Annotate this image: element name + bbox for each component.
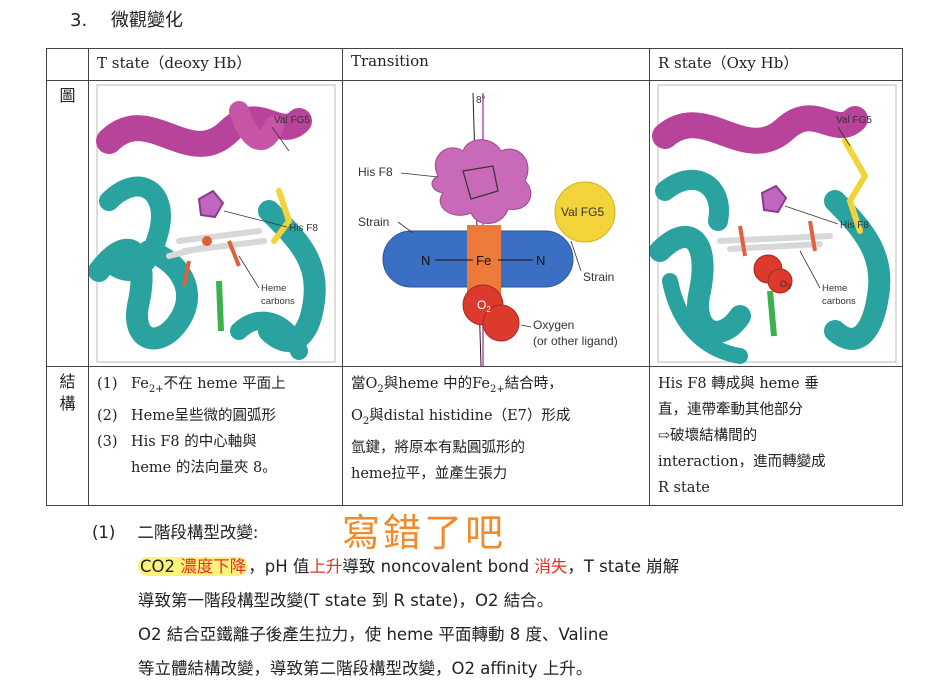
t-val-label: Val FG5 [274, 115, 310, 126]
r-o2: O [780, 279, 787, 289]
transition-figure: 8° His F8 Val FG5 Strain N Fe N Strain [342, 80, 650, 367]
list-item: (1) Fe2+不在 heme 平面上 [97, 376, 286, 395]
paragraph-line-1: CO2 濃度下降，pH 值上升導致 noncovalent bond 消失，T … [138, 557, 680, 576]
section-title: 二階段構型改變: [137, 523, 259, 542]
r-state-line: 直，連帶牽動其他部分 [658, 402, 803, 418]
row-label-structure-1: 結 [59, 372, 76, 391]
transition-illustration: 8° His F8 Val FG5 Strain N Fe N Strain [358, 92, 618, 366]
transition-line-4: heme拉平，並產生張力 [351, 465, 508, 482]
trans-val-label: Val FG5 [561, 205, 604, 219]
r-his-label: His F8 [840, 220, 869, 231]
r-state-description: His F8 轉成與 heme 垂 直，連帶牽動其他部分 ⇨破壞結構間的 int… [649, 366, 903, 506]
t-state-figure: Val FG5 His F8 Heme carbons [88, 80, 343, 367]
t-state-illustration: Val FG5 His F8 Heme carbons [89, 84, 336, 363]
trans-angle-label: 8° [476, 95, 486, 106]
trans-fe: Fe [476, 253, 491, 268]
trans-oxygen-label: Oxygen [533, 318, 574, 332]
section-heading: 3. 微觀變化 [70, 6, 183, 32]
svg-text:O2: O2 [477, 298, 491, 314]
t-heme-label: Heme [261, 283, 286, 294]
trans-his-label: His F8 [358, 165, 393, 179]
transition-line-3: 氫鍵，將原本有點圓弧形的 [351, 439, 525, 456]
r-state-line: His F8 轉成與 heme 垂 [658, 376, 819, 392]
comparison-table: T state（deoxy Hb） Transition R state（Oxy… [46, 48, 903, 506]
row-label-structure-2: 構 [59, 394, 76, 413]
r-state-line: ⇨破壞結構間的 [658, 428, 758, 444]
header-row: T state（deoxy Hb） Transition R state（Oxy… [46, 48, 903, 81]
two-stage-section: (1) 二階段構型改變: CO2 濃度下降，pH 值上升導致 noncovalen… [92, 516, 679, 686]
transition-line-2: O2與distal histidine（E7）形成 [351, 407, 571, 427]
paragraph-line-3: O2 結合亞鐵離子後產生拉力，使 heme 平面轉動 8 度、Valine [138, 625, 609, 644]
highlighted-co2: CO2 濃度下降 [138, 557, 249, 576]
handwritten-note: 寫錯了吧 [342, 511, 507, 555]
svg-text:O2: O2 [780, 279, 791, 291]
paragraph-line-4: 等立體結構改變，導致第二階段構型改變，O2 affinity 上升。 [138, 659, 593, 678]
trans-n-left: N [421, 253, 430, 268]
trans-strain-left-label: Strain [358, 215, 389, 229]
row-label-structure: 結 構 [46, 366, 89, 506]
r-heme-label: Heme [822, 283, 847, 294]
r-state-line: interaction，進而轉變成 [658, 454, 826, 470]
header-r-state: R state（Oxy Hb） [649, 48, 903, 81]
structure-row: 結 構 (1) Fe2+不在 heme 平面上 (2) Heme呈些微的圓弧形 … [46, 366, 903, 506]
trans-n-right: N [536, 253, 545, 268]
row-label-figure: 圖 [46, 80, 89, 367]
r-state-figure: O2 Val FG5 His F8 Heme carbons [649, 80, 903, 367]
list-item: (2) Heme呈些微的圓弧形 [97, 407, 277, 424]
r-val-label: Val FG5 [836, 115, 872, 126]
section-title-line: (1) 二階段構型改變: [92, 516, 679, 550]
trans-ligand-label: (or other ligand) [533, 334, 618, 348]
heading-number: 3. [70, 10, 88, 31]
r-o2-sub: 2 [787, 284, 791, 291]
trans-o2-sub: 2 [486, 305, 491, 314]
transition-line-1: 當O2與heme 中的Fe2+結合時， [351, 376, 563, 395]
t-his-label: His F8 [289, 223, 318, 234]
r-carbons-label: carbons [822, 296, 856, 307]
header-t-state: T state（deoxy Hb） [88, 48, 343, 81]
list-item: (3) His F8 的中心軸與 [97, 433, 257, 450]
heading-title: 微觀變化 [110, 10, 183, 31]
t-carbons-label: carbons [261, 296, 295, 307]
trans-strain-right-label: Strain [583, 270, 614, 284]
t-state-description: (1) Fe2+不在 heme 平面上 (2) Heme呈些微的圓弧形 (3) … [88, 366, 343, 506]
list-item: heme 的法向量夾 8。 [131, 459, 277, 476]
trans-o2: O [477, 298, 486, 312]
r-state-line: R state [658, 480, 710, 496]
section-number: (1) [92, 523, 116, 542]
r-state-illustration: O2 Val FG5 His F8 Heme carbons [650, 84, 897, 364]
paragraph-line-2: 導致第一階段構型改變(T state 到 R state)，O2 結合。 [138, 591, 554, 610]
figure-row: 圖 Val FG5 His F8 Heme carbons [46, 80, 903, 367]
corner-cell [46, 48, 89, 81]
transition-description: 當O2與heme 中的Fe2+結合時， O2與distal histidine（… [342, 366, 650, 506]
header-transition: Transition [342, 48, 650, 81]
